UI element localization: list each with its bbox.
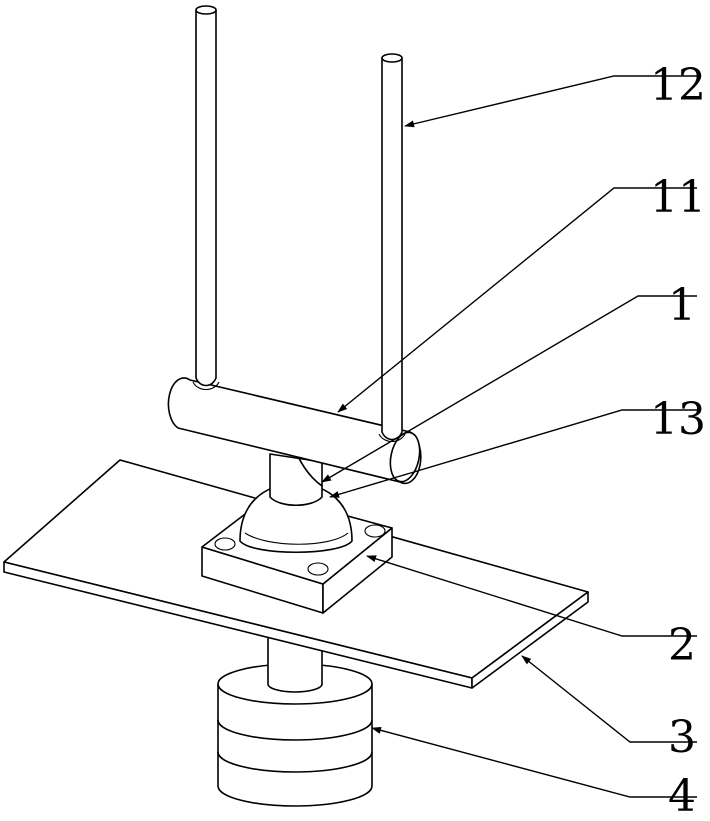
part-labels: 12 11 1 13 2 3 4 bbox=[650, 60, 706, 816]
label-plate: 3 bbox=[668, 712, 696, 763]
label-guide-rods: 12 bbox=[650, 60, 706, 111]
weight-stack bbox=[218, 636, 372, 806]
label-mount-block: 2 bbox=[668, 620, 696, 671]
label-connector: 1 bbox=[668, 280, 696, 331]
label-dome: 13 bbox=[650, 394, 706, 445]
label-weight: 4 bbox=[668, 771, 696, 816]
label-cross-bar: 11 bbox=[650, 172, 706, 223]
guide-rods bbox=[193, 6, 405, 442]
